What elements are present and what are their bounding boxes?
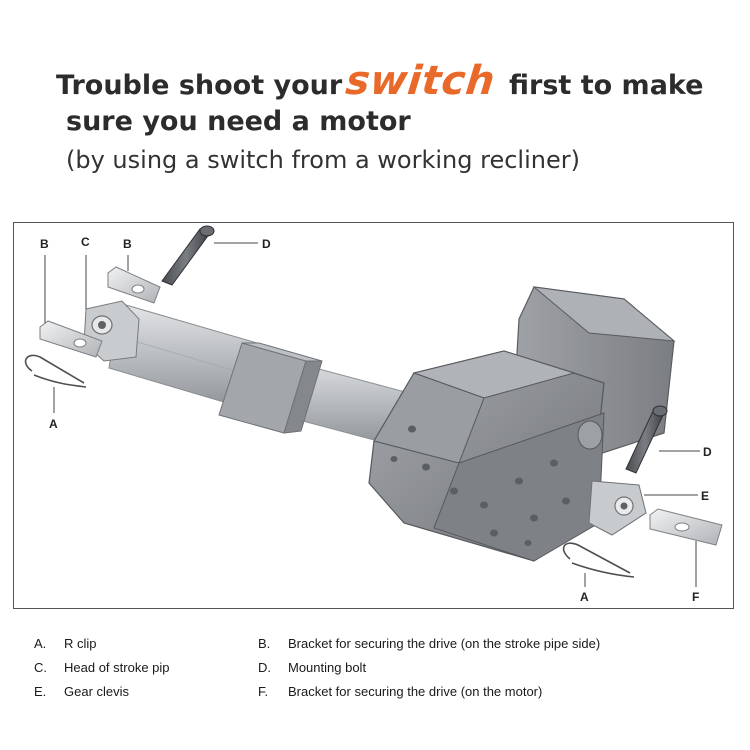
bracket-motor-side <box>649 508 723 546</box>
mounting-bolt-top <box>161 225 215 286</box>
callout-leaders <box>44 242 700 587</box>
header: Trouble shoot your switch first to make … <box>0 0 750 200</box>
r-clip-left <box>24 354 87 388</box>
title-text-before: Trouble shoot your <box>56 70 343 101</box>
callout-b-left: B <box>40 237 49 251</box>
bracket-stroke-side-top <box>107 266 161 304</box>
legend-row: A.R clip B.Bracket for securing the driv… <box>34 636 734 660</box>
legend-row: E.Gear clevis F.Bracket for securing the… <box>34 684 734 708</box>
title-line-2: sure you need a motor <box>66 106 411 137</box>
callout-b-top: B <box>123 237 132 251</box>
callout-a-bottom: A <box>580 590 589 604</box>
callout-c: C <box>81 235 90 249</box>
actuator-illustration: B C B D A D E A F <box>24 225 723 604</box>
legend-item-c: C.Head of stroke pip <box>34 660 170 675</box>
callout-a-left: A <box>49 417 58 431</box>
legend-item-e: E.Gear clevis <box>34 684 130 699</box>
subtitle-line: (by using a switch from a working reclin… <box>66 146 580 174</box>
callout-d-right: D <box>703 445 712 459</box>
legend-row: C.Head of stroke pip D.Mounting bolt <box>34 660 734 684</box>
title-highlight-switch: switch <box>343 58 498 104</box>
legend-item-b: B.Bracket for securing the drive (on the… <box>258 636 601 651</box>
title-line-1: Trouble shoot your switch first to make <box>56 58 703 104</box>
r-clip-bottom <box>562 542 635 578</box>
callout-d-top: D <box>262 237 271 251</box>
actuator-diagram: B C B D A D E A F <box>13 222 734 609</box>
pipe-collar <box>218 342 323 434</box>
legend-item-d: D.Mounting bolt <box>258 660 367 675</box>
legend-item-a: A.R clip <box>34 636 97 651</box>
callout-e: E <box>701 489 709 503</box>
mounting-bolt-right <box>625 405 668 474</box>
title-text-after: first to make <box>509 70 704 101</box>
bracket-stroke-side-left <box>39 320 103 358</box>
motor-housing <box>368 286 676 562</box>
callout-f: F <box>692 590 699 604</box>
parts-legend: A.R clip B.Bracket for securing the driv… <box>34 636 734 708</box>
gear-clevis <box>588 480 647 536</box>
housing-screw-holes <box>390 425 570 546</box>
legend-item-f: F.Bracket for securing the drive (on the… <box>258 684 543 699</box>
